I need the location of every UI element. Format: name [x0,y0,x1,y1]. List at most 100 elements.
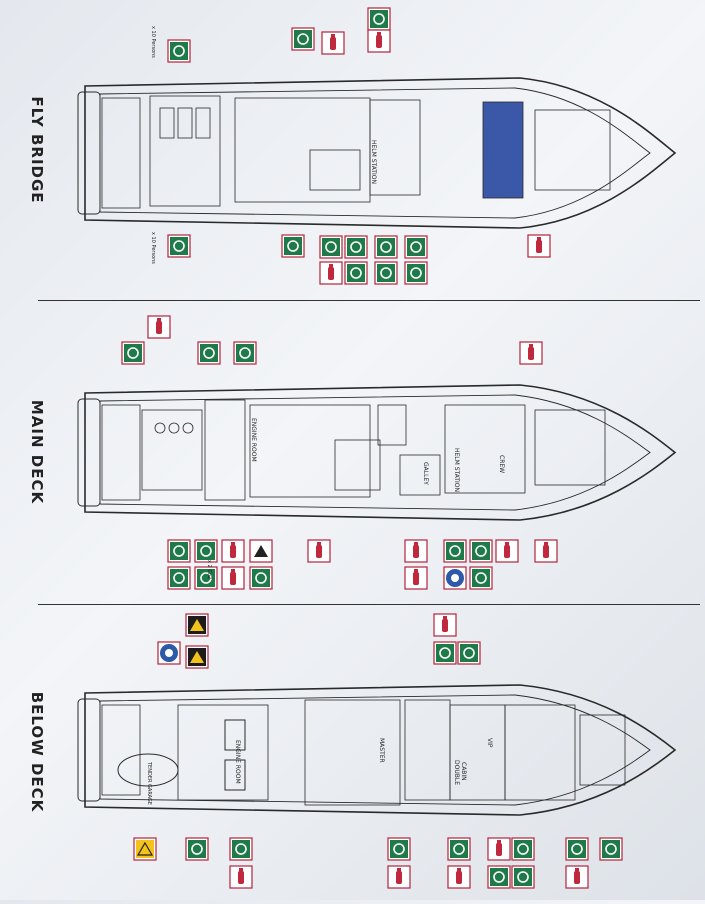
below-deck-master-label: MASTER [378,738,385,763]
fire-hose-icon-bg [170,569,188,587]
hazard-icon [133,837,157,861]
emergency-exit-icon-glyph [203,347,215,359]
ladder-icon-glyph [410,267,422,279]
ladder-icon [121,341,145,365]
main-deck-aft-cockpit [141,409,203,491]
ladder-icon [404,261,428,285]
emergency-exit-icon [197,341,221,365]
below-deck-engine-room-label: ENGINE ROOM [234,740,241,784]
fire-hose-icon-bg [232,840,250,858]
below-deck-hull-outline [84,684,677,816]
fire-extinguisher-icon-glyph [543,545,549,558]
raft-capacity-label-bottom: x 10 Persons [150,232,156,264]
muster-point-icon-bg [377,238,395,256]
life-raft-icon-glyph [173,240,185,252]
main-deck-galley [399,454,441,496]
fire-extinguisher-icon [495,539,519,563]
fire-hose-icon-bg [490,868,508,886]
below-deck-corridor [404,699,451,801]
main-deck-foredeck [534,409,606,486]
emergency-exit-icon-glyph [571,843,583,855]
first-aid-icon [249,566,273,590]
no-smoking-icon [157,641,181,665]
first-aid-kit-icon [433,641,457,665]
emergency-exit-icon-glyph [449,545,461,557]
emergency-exit-icon-bg [200,344,218,362]
first-aid-kit-icon-glyph [350,267,362,279]
main-deck-helm-station [444,404,526,494]
first-aid-kit-icon-bg [436,644,454,662]
fire-hose-icon-glyph [463,647,475,659]
first-aid-kit-icon [511,865,535,889]
lifebuoy-hook-icon [527,234,551,258]
life-raft-icon-bg [170,237,188,255]
lifebuoy-hook-icon [291,27,315,51]
emergency-exit-icon-bg [322,238,340,256]
fire-extinguisher-icon [387,865,411,889]
life-raft-icon [167,234,191,258]
fire-extinguisher-icon-glyph-top [497,840,501,844]
no-smoking-icon-glyph [165,649,173,657]
life-ring-icon-bg [284,237,302,255]
fire-hose-icon [229,837,253,861]
emergency-exit-icon-bg [450,840,468,858]
below-deck-hull-stern-deck [101,704,141,796]
muster-point-icon-glyph [380,267,392,279]
fire-extinguisher-icon [221,566,245,590]
muster-point-icon-bg [377,264,395,282]
ladder-icon-bg [188,840,206,858]
no-smoking-icon [367,7,391,31]
ladder-icon-bg [602,840,620,858]
warning-triangle-icon-glyph [190,651,204,663]
fire-extinguisher-icon-glyph [230,545,236,558]
main-deck-galley-label: GALLEY [422,462,429,485]
muster-point-icon [374,261,398,285]
first-aid-kit-icon [194,539,218,563]
fire-extinguisher-icon-glyph-top [331,34,335,38]
warning-triangle-icon [249,539,273,563]
first-aid-kit-icon-glyph-top [414,569,418,573]
main-deck-stairs [377,404,407,446]
below-deck-crew-area [579,714,626,786]
muster-point-icon-bg [197,569,215,587]
co2-extinguisher-icon [367,29,391,53]
warning-triangle-icon [185,613,209,637]
lifebuoy-hook-icon-bg [294,30,312,48]
life-ring-icon-bg [472,542,490,560]
emergency-exit-icon-bg [390,840,408,858]
fire-extinguisher-icon-glyph-top [231,542,235,546]
engine-port [224,719,246,751]
first-aid-icon-bg [252,569,270,587]
emergency-exit-icon [565,837,589,861]
ladder-icon [233,341,257,365]
fire-hose-icon [344,235,368,259]
ladder-icon [185,837,209,861]
main-deck-engine-room-hatch [204,399,246,501]
life-ring-icon [281,234,305,258]
fire-hose-icon-glyph [493,871,505,883]
first-aid-kit-icon-glyph [517,871,529,883]
fire-extinguisher-icon-glyph-top [529,344,533,348]
emergency-exit-icon [387,837,411,861]
emergency-exit-icon-glyph [453,843,465,855]
ladder-icon-bg [236,344,254,362]
fire-extinguisher-icon [321,31,345,55]
fire-extinguisher-icon-glyph-top [329,264,333,268]
fire-hose-icon [167,566,191,590]
emergency-exit-icon [167,539,191,563]
main-deck-dining-table [334,439,381,491]
below-deck-double-label: DOUBLE [453,760,460,785]
main-deck-chair [168,422,180,434]
fly-bridge-hull [77,77,677,229]
muster-point-icon [511,837,535,861]
warning-triangle-icon-glyph [190,619,204,631]
fly-bridge-foredeck [534,109,611,191]
fire-extinguisher-icon-glyph-top [414,542,418,546]
ladder-icon-glyph [127,347,139,359]
deck-title-fly-bridge: FLY BRIDGE [28,96,46,204]
emergency-exit-icon [319,235,343,259]
first-aid-kit-icon-bg [347,264,365,282]
below-deck-double-cabin [449,704,506,801]
